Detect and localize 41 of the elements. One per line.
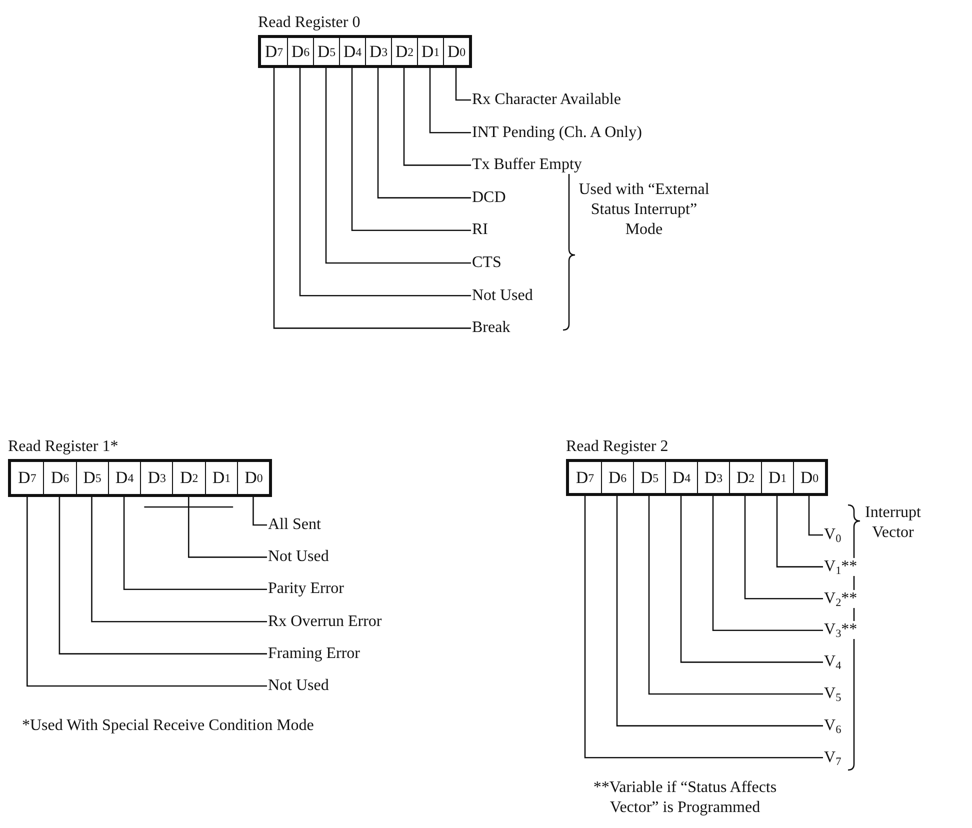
leader-line xyxy=(188,497,267,558)
leader-line xyxy=(403,68,471,166)
leader-line xyxy=(776,496,823,568)
bit-label: V$_{5}$ xyxy=(824,685,842,703)
register-title: Read Register 0 xyxy=(258,14,360,32)
leader-line xyxy=(91,497,267,622)
note-text: **Variable if “Status Affects Vector” is Programmed xyxy=(592,778,778,818)
leader-line xyxy=(252,497,267,526)
bit-label: Tx Buffer Empty xyxy=(472,156,582,174)
bit-label: V$_{3}$** xyxy=(824,621,858,640)
note-text: Used with “External Status Interrupt” Mode xyxy=(578,180,710,240)
bit-label: INT Pending (Ch. A Only) xyxy=(472,124,642,142)
leader-line xyxy=(680,496,823,663)
leader-line xyxy=(584,496,823,758)
leader-line xyxy=(455,68,471,101)
bit-label: V$_{1}$** xyxy=(824,558,858,576)
leader-line xyxy=(648,496,823,695)
bit-label: Parity Error xyxy=(268,580,344,598)
leader-line xyxy=(58,497,267,654)
register-title: Read Register 2 xyxy=(566,438,668,456)
bit-label: V$_{0}$ xyxy=(824,526,842,544)
bit-label: V$_{4}$ xyxy=(824,653,842,672)
bit-label: Framing Error xyxy=(268,644,360,663)
leader-line xyxy=(616,496,823,726)
leader-line xyxy=(377,68,471,198)
note-text: *Used With Special Receive Condition Mode xyxy=(22,716,315,736)
leader-line xyxy=(273,68,471,329)
bit-label: V$_{6}$ xyxy=(824,716,842,735)
bit-label: V$_{2}$** xyxy=(824,590,858,608)
leader-line xyxy=(744,496,823,600)
leader-line xyxy=(26,497,267,687)
leader-line xyxy=(808,496,823,536)
leader-line xyxy=(429,68,471,134)
leader-line xyxy=(299,68,471,296)
note-text: Interrupt Vector xyxy=(864,503,922,543)
bit-label: V$_{7}$ xyxy=(824,748,842,767)
leader-line xyxy=(351,68,471,232)
leader-line xyxy=(123,497,267,590)
leader-line xyxy=(325,68,471,264)
leader-line xyxy=(712,496,823,632)
register-title: Read Register 1* xyxy=(8,438,118,456)
